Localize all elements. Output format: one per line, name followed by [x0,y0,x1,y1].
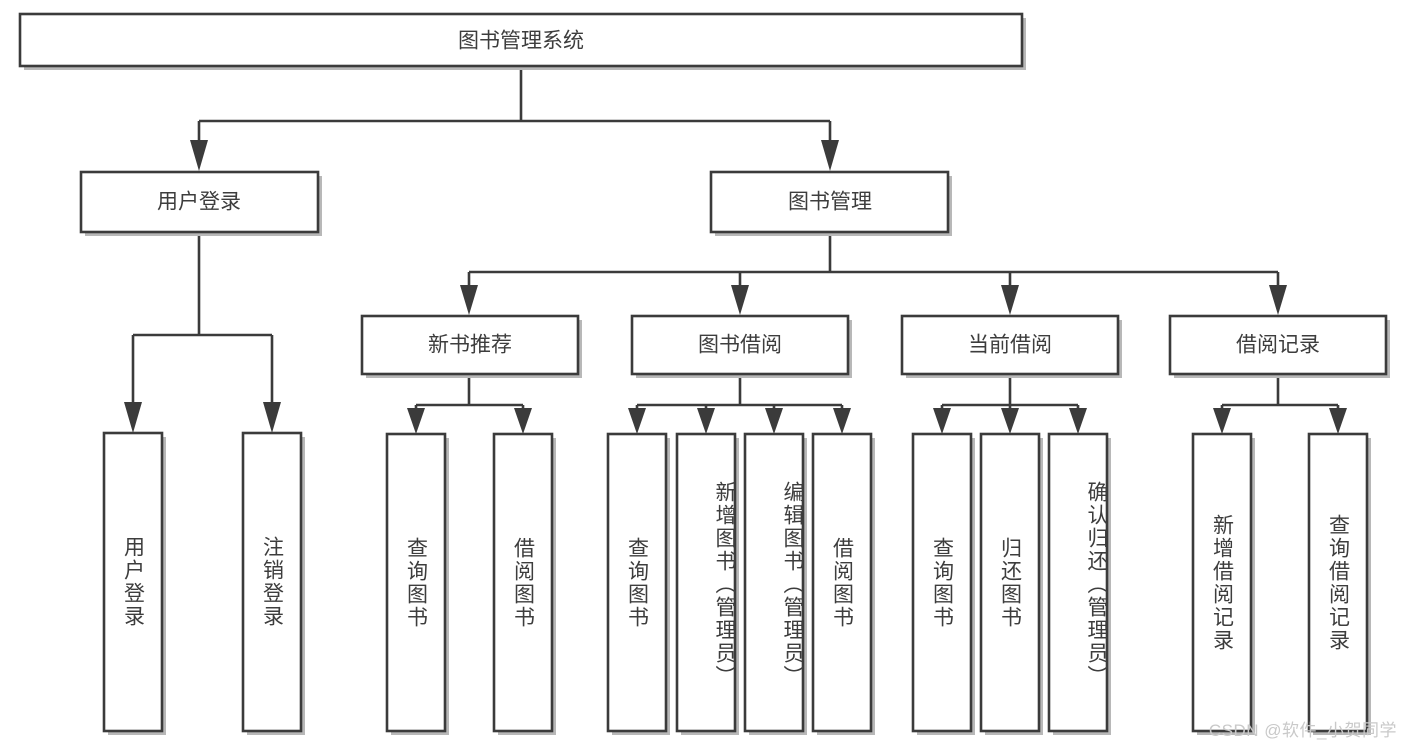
node-leaf-br-add-record[interactable] [1191,432,1255,735]
node-leaf-cb-query-book[interactable] [911,432,975,735]
arrow-head-book-borrow-leaf-4 [833,408,851,434]
node-leaf-logout[interactable] [241,431,305,735]
node-leaf-bb-query-book-box[interactable] [606,432,668,733]
node-book-borrow[interactable]: 图书借阅 [630,314,852,378]
connector-group-current-borrow [933,374,1087,434]
connector-group-book-manage [460,232,1287,315]
arrow-head-new-book-leaf-1 [407,408,425,434]
arrow-head-book-borrow-leaf-3 [765,408,783,434]
node-leaf-cb-return-book[interactable] [979,432,1043,735]
node-borrow-record-box[interactable] [1168,314,1388,376]
node-leaf-bb-edit-book-box[interactable] [743,432,805,733]
node-borrow-record-label: 借阅记录 [1236,334,1320,357]
arrow-head-leaf-user-login-2 [263,402,281,433]
arrow-head-leaf-user-login-1 [124,402,142,433]
node-current-borrow-label: 当前借阅 [968,334,1052,357]
node-leaf-nb-query-book[interactable] [385,432,449,735]
node-current-borrow-box[interactable] [900,314,1120,376]
node-leaf-bb-add-book-box[interactable] [675,432,737,733]
arrow-head-new-book [460,285,478,315]
node-current-borrow[interactable]: 当前借阅 [900,314,1122,378]
node-leaf-bb-query-book[interactable] [606,432,670,735]
node-root-label: 图书管理系统 [458,30,584,53]
node-new-book-recommend-box[interactable] [360,314,580,376]
node-user-login-box[interactable] [79,170,320,234]
node-leaf-br-add-record-box[interactable] [1191,432,1253,733]
arrow-head-current-borrow [1001,285,1019,315]
node-leaf-user-login[interactable] [102,431,166,735]
node-leaf-br-query-record-box[interactable] [1307,432,1369,733]
arrow-head-new-book-leaf-2 [514,408,532,434]
node-leaf-user-login-box[interactable] [102,431,164,733]
arrow-head-current-borrow-leaf-3 [1069,408,1087,434]
node-leaf-bb-edit-book[interactable] [743,432,807,735]
arrow-head-borrow-record [1269,285,1287,315]
connector-group-new-book [407,374,532,434]
node-leaf-nb-borrow-book-box[interactable] [492,432,554,733]
arrow-head-user-login [190,140,208,171]
arrow-head-book-borrow [731,285,749,315]
arrow-head-book-manage [821,140,839,171]
node-leaf-cb-confirm-return-box[interactable] [1047,432,1109,733]
arrow-head-book-borrow-leaf-2 [697,408,715,434]
node-book-manage-box[interactable] [709,170,950,234]
node-leaf-bb-borrow-book[interactable] [811,432,875,735]
node-new-book-recommend[interactable]: 新书推荐 [360,314,582,378]
arrow-head-borrow-record-leaf-2 [1329,408,1347,434]
node-new-book-recommend-label: 新书推荐 [428,334,512,357]
connector-group-root [190,66,839,171]
node-leaf-bb-borrow-book-box[interactable] [811,432,873,733]
connector-group-book-borrow [628,374,851,434]
arrow-head-current-borrow-leaf-1 [933,408,951,434]
node-leaf-nb-borrow-book[interactable] [492,432,556,735]
node-user-login-label: 用户登录 [157,191,241,214]
node-book-manage[interactable]: 图书管理 [709,170,952,236]
arrow-head-borrow-record-leaf-1 [1213,408,1231,434]
node-user-login[interactable]: 用户登录 [79,170,322,236]
node-leaf-cb-query-book-box[interactable] [911,432,973,733]
connector-group-borrow-record [1213,374,1347,434]
node-borrow-record[interactable]: 借阅记录 [1168,314,1390,378]
node-leaf-cb-confirm-return[interactable] [1047,432,1111,735]
node-root[interactable]: 图书管理系统 [18,12,1026,70]
node-leaf-bb-add-book[interactable] [675,432,739,735]
node-leaf-logout-box[interactable] [241,431,303,733]
node-book-borrow-label: 图书借阅 [698,334,782,357]
node-leaf-cb-return-book-box[interactable] [979,432,1041,733]
node-leaf-br-query-record[interactable] [1307,432,1371,735]
connector-group-user-login [124,232,281,433]
node-root-box[interactable] [18,12,1024,68]
node-book-borrow-box[interactable] [630,314,850,376]
arrow-head-book-borrow-leaf-1 [628,408,646,434]
arrow-head-current-borrow-leaf-2 [1001,408,1019,434]
node-book-manage-label: 图书管理 [788,191,872,214]
node-leaf-nb-query-book-box[interactable] [385,432,447,733]
